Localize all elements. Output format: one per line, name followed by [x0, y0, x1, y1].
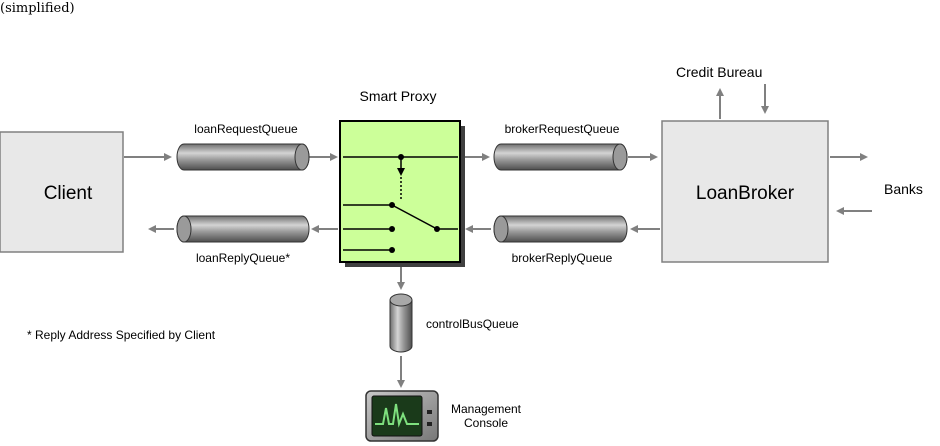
management-console-label-line2: Console	[464, 416, 508, 430]
broker-request-queue-label: brokerRequestQueue	[505, 122, 620, 136]
control-bus-queue-label: controlBusQueue	[426, 317, 519, 331]
footnote: * Reply Address Specified by Client	[27, 328, 216, 342]
broker-request-queue: brokerRequestQueue	[493, 122, 628, 171]
proxy-junction-dots	[389, 154, 440, 253]
client-label: Client	[44, 183, 93, 204]
broker-reply-queue: brokerReplyQueue	[493, 215, 628, 265]
credit-bureau-label: Credit Bureau	[676, 64, 762, 80]
monitor-icon	[365, 390, 439, 442]
management-console: Management Console	[365, 390, 522, 442]
management-console-label-line1: Management	[451, 402, 522, 416]
loan-broker-box: LoanBroker	[661, 120, 829, 263]
smart-proxy-label: Smart Proxy	[359, 88, 436, 104]
broker-reply-queue-label: brokerReplyQueue	[512, 251, 613, 265]
banks-label: Banks	[884, 181, 923, 197]
proxy-internal-routing	[343, 156, 458, 251]
loan-request-queue-label: loanRequestQueue	[194, 122, 298, 136]
smart-proxy-box: Smart Proxy	[339, 88, 465, 267]
client-box: Client	[0, 131, 124, 253]
loan-reply-queue-label: loanReplyQueue*	[196, 251, 290, 265]
loan-reply-queue: loanReplyQueue*	[176, 215, 310, 265]
header-fragment: (simplified)	[0, 1, 75, 16]
control-bus-queue: controlBusQueue	[389, 293, 519, 353]
loan-broker-label: LoanBroker	[696, 183, 795, 204]
connectors	[124, 84, 872, 388]
loan-request-queue: loanRequestQueue	[176, 122, 310, 171]
